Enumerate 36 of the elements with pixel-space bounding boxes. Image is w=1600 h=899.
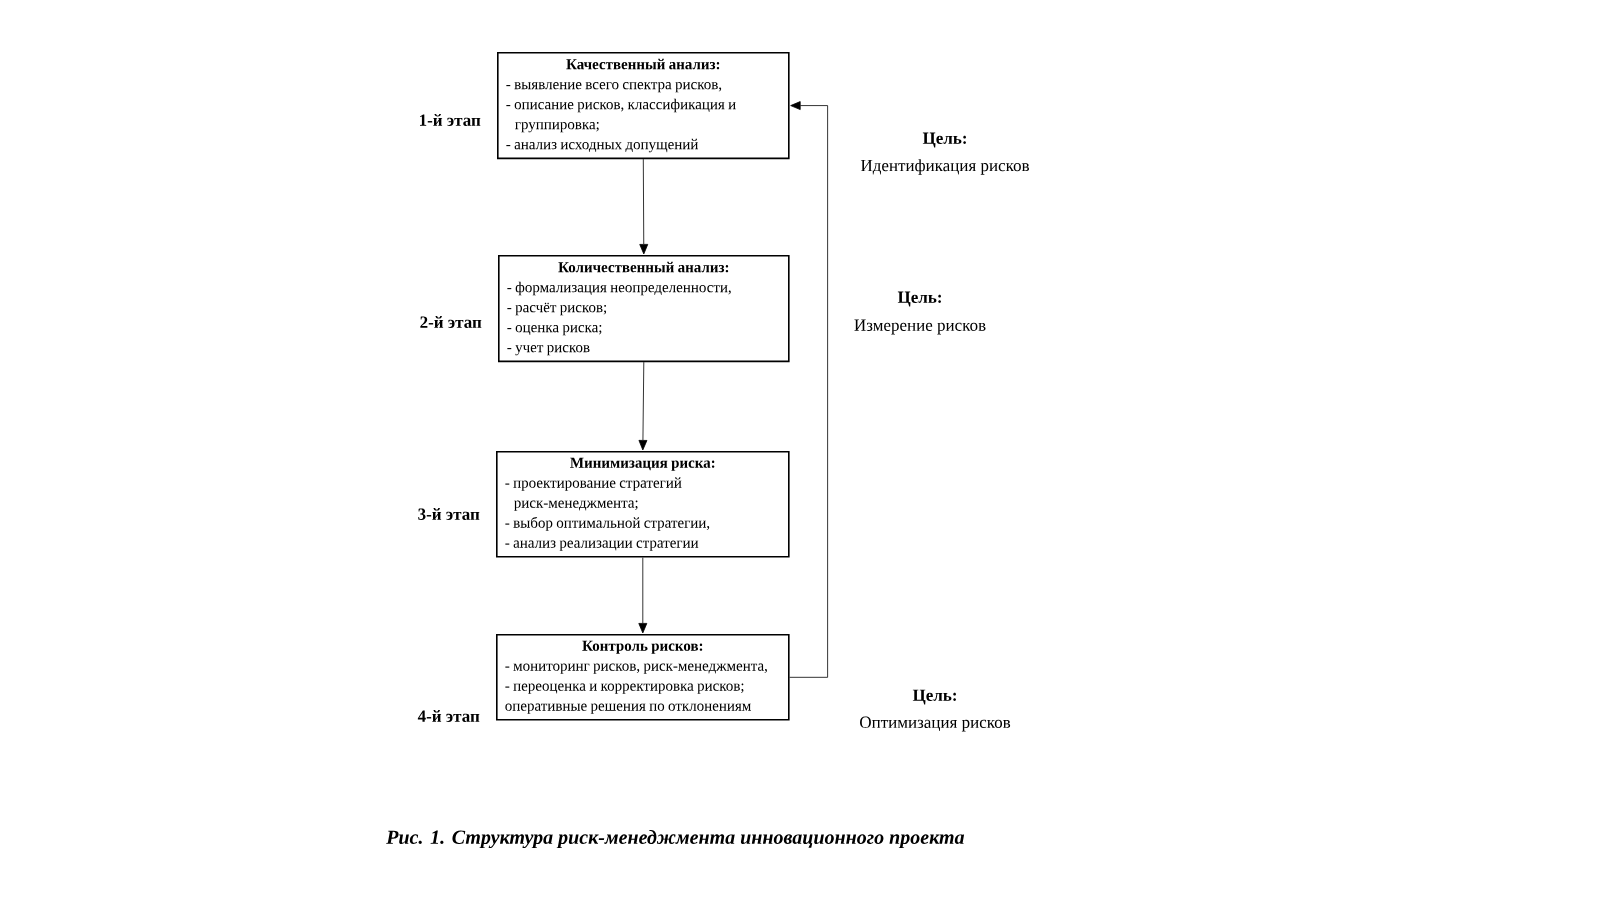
stage-box xyxy=(497,52,790,160)
box-heading: Количественный анализ: xyxy=(558,261,729,273)
list-item: - выявление всего спектра рисков, xyxy=(506,82,722,93)
list-item: - учет рисков xyxy=(507,345,590,356)
list-item: - расчёт рисков; xyxy=(507,302,607,316)
stage-label: 2-й этап xyxy=(420,316,482,328)
list-item: - анализ исходных допущений xyxy=(506,138,698,153)
list-item: - оценка риска; xyxy=(507,325,602,336)
arrow xyxy=(638,361,648,451)
box-heading: Контроль рисков: xyxy=(582,640,703,654)
box-heading: Минимизация риска: xyxy=(570,457,715,471)
stage-label: 4-й этап xyxy=(417,710,480,722)
stage-label: 1-й этап xyxy=(420,114,481,126)
arrow xyxy=(638,557,648,634)
goal-heading: Цель: xyxy=(912,689,956,705)
list-item: - формализация неопределенности, xyxy=(507,281,731,296)
box-heading: Качественный анализ: xyxy=(566,58,720,70)
stage-label: 3-й этап xyxy=(418,508,480,520)
list-item: - мониторинг рисков, риск-менеджмента, xyxy=(505,663,767,674)
list-item: - проектирование стратегий риск-менеджмента; xyxy=(505,477,682,511)
stage-box xyxy=(498,255,790,363)
list-item: оперативные решения по отклонениям xyxy=(505,703,751,714)
list-item: - описание рисков, классификация и группировка; xyxy=(506,98,736,133)
goal-heading: Цель: xyxy=(922,132,966,148)
stage-box xyxy=(496,451,790,558)
goal-text: Идентификация рисков xyxy=(860,159,1029,175)
goal-text: Измерение рисков xyxy=(854,319,986,335)
arrow xyxy=(639,158,649,255)
list-item: - анализ реализации стратегии xyxy=(505,540,699,551)
stage-box xyxy=(496,634,790,721)
arrow xyxy=(789,101,828,678)
goal-text: Оптимизация рисков xyxy=(860,716,1011,732)
figure-caption: Рис. 1. Структура риск-менеджмента инновационного проекта xyxy=(386,829,965,849)
list-item: - переоценка и корректировка рисков; xyxy=(505,683,744,694)
goal-heading: Цель: xyxy=(897,291,941,307)
list-item: - выбор оптимальной стратегии, xyxy=(505,516,710,531)
